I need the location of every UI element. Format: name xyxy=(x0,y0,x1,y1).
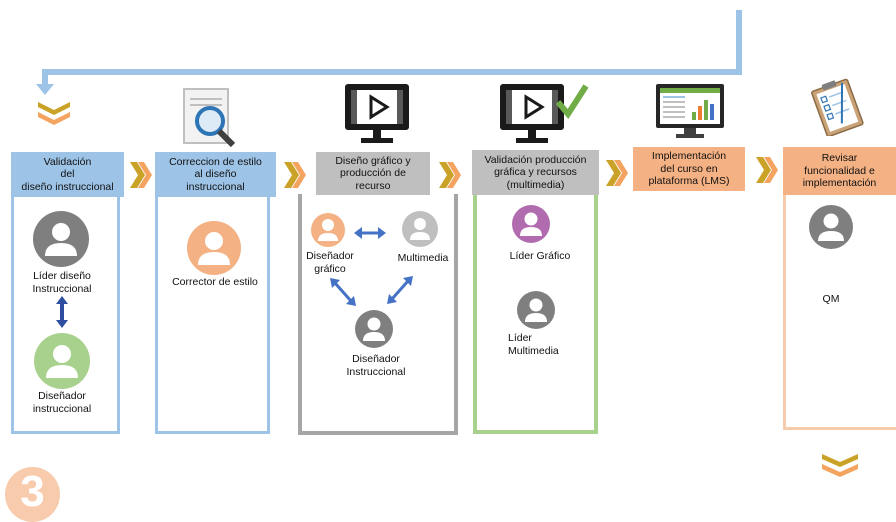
role-label: Diseñador gráfico xyxy=(306,250,354,275)
step-number-badge xyxy=(5,467,60,522)
stage-4-column xyxy=(473,192,598,434)
chevron-right-icon xyxy=(606,160,628,186)
person-icon xyxy=(809,205,853,249)
stage-2-column xyxy=(155,196,270,434)
person-icon xyxy=(512,205,550,243)
role-label: Diseñador instruccional xyxy=(32,390,92,415)
chevron-right-icon xyxy=(130,162,152,188)
stage-3-column xyxy=(298,194,458,435)
clipboard-checklist-icon xyxy=(811,78,864,136)
bidirectional-arrow-icon xyxy=(354,227,386,239)
role-label: Líder Gráfico xyxy=(509,250,571,262)
chevron-right-icon xyxy=(439,162,461,188)
person-icon xyxy=(355,310,393,348)
stage-3-header: Diseño gráfico y producción de recurso xyxy=(316,152,430,195)
video-monitor-icon xyxy=(345,84,409,143)
down-chevron-icon xyxy=(38,102,70,125)
stage-2-title: Correccion de estilo al diseño instrucci… xyxy=(169,155,262,193)
person-icon xyxy=(33,211,89,267)
role-label: Diseñador Instruccional xyxy=(346,353,406,378)
stage-6-header: Revisar funcionalidad e implementación xyxy=(783,147,896,195)
stage-6-title: Revisar funcionalidad e implementación xyxy=(802,152,877,190)
bidirectional-arrow-icon xyxy=(56,296,68,328)
stage-4-title: Validación producción gráfica y recursos… xyxy=(484,153,587,191)
role-label: Multimedia xyxy=(397,252,449,264)
chevron-right-icon xyxy=(284,162,306,188)
chevron-right-icon xyxy=(756,157,778,183)
stage-2-header: Correccion de estilo al diseño instrucci… xyxy=(155,152,276,197)
role-label: Corrector de estilo xyxy=(172,276,258,288)
bidirectional-arrow-icon xyxy=(330,278,356,306)
magnifier-document-icon xyxy=(183,88,236,148)
role-label: Líder Multimedia xyxy=(508,332,559,357)
person-icon xyxy=(517,291,555,329)
stage-1-column xyxy=(11,196,120,434)
step-number: 3 xyxy=(20,467,45,516)
flow-connector xyxy=(36,10,742,95)
stage-3-title: Diseño gráfico y producción de recurso xyxy=(335,154,411,192)
person-icon xyxy=(311,213,345,247)
role-label: Líder diseño Instruccional xyxy=(32,270,92,295)
spreadsheet-monitor-icon xyxy=(656,84,724,138)
person-icon xyxy=(34,333,90,389)
stage-5-title: Implementación del curso en plataforma (… xyxy=(648,150,730,188)
stage-1-header: Validación del diseño instruccional xyxy=(11,152,124,197)
stage-4-header: Validación producción gráfica y recursos… xyxy=(472,150,599,195)
stage-1-title: Validación del diseño instruccional xyxy=(21,155,114,193)
bidirectional-arrow-icon xyxy=(387,276,413,304)
role-label: QM xyxy=(822,293,840,305)
stage-5-header: Implementación del curso en plataforma (… xyxy=(633,147,745,191)
person-icon xyxy=(187,221,241,275)
person-icon xyxy=(402,211,438,247)
down-chevron-icon xyxy=(822,454,858,477)
stage-6-column xyxy=(783,194,896,430)
video-monitor-check-icon xyxy=(500,84,589,143)
